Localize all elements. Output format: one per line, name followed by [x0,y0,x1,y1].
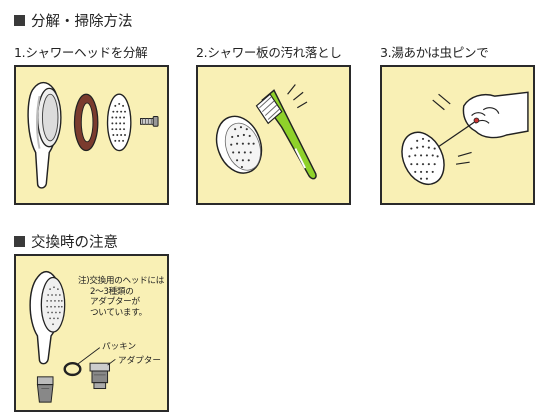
square-bullet-icon [14,236,25,247]
shower-plate-icon [215,115,263,174]
section-heading-replacement: 交換時の注意 [14,231,118,252]
adapter-label: アダプター [118,356,161,366]
motion-lines-icon [287,84,308,109]
brush-icon [255,89,317,180]
adapter-icon [89,362,111,390]
packing-label: パッキン [102,342,137,352]
disassembly-illustration [27,81,159,189]
brush-illustration [215,84,317,180]
illustration-panel-pin [380,65,535,205]
hand-icon [462,91,529,139]
section-title: 交換時の注意 [31,235,118,251]
shower-head-icon [27,81,62,189]
note-line: アダプターが [90,297,140,307]
illustration-panel-brush [196,65,351,205]
step-label-1: 1.シャワーヘッドを分解 [14,45,148,60]
note-line: 2～3種類の [90,286,134,297]
shower-head-icon [29,270,66,365]
replacement-note: 注)交換用のヘッドには 2～3種類の アダプターが ついています。 [78,276,164,318]
note-line: ついています。 [90,307,147,318]
section-title: 分解・掃除方法 [31,14,133,30]
note-line: 注)交換用のヘッドには [78,276,164,286]
shower-plate-icon [401,131,445,186]
motion-lines-icon [432,93,472,165]
pin-icon [438,117,480,148]
illustration-panel-disassemble [14,65,169,205]
replacement-illustration [29,270,116,403]
illustration-panel-replacement: 注)交換用のヘッドには 2～3種類の アダプターが ついています。 パッキン ア… [14,254,169,412]
screw-icon [140,116,159,127]
adapter-icon [36,376,54,403]
pin-illustration [401,91,529,186]
square-bullet-icon [14,15,25,26]
leader-line-icon [76,347,116,366]
step-label-2: 2.シャワー板の汚れ落とし [196,45,342,60]
section-heading-disassembly: 分解・掃除方法 [14,10,133,31]
step-label-3: 3.湯あかは虫ピンで [380,45,489,60]
shower-plate-icon [106,93,132,152]
packing-ring-icon [73,93,99,152]
packing-ring-icon [63,361,82,377]
